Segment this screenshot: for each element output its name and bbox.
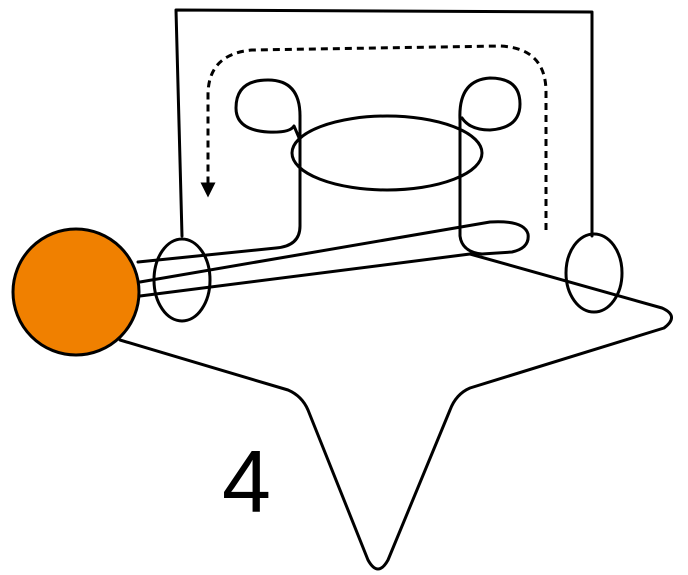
left-vertical-strand (136, 114, 302, 264)
left-side-ring (152, 237, 212, 323)
right-side-ring (564, 232, 624, 314)
dashed-direction-arrow (200, 44, 548, 230)
step-number-label: 4 (222, 432, 271, 531)
lower-strand (138, 252, 472, 298)
star-base-shape (118, 252, 673, 571)
center-loop (290, 114, 484, 192)
right-small-loop (458, 76, 522, 132)
left-small-loop (234, 78, 302, 142)
orange-bead (11, 227, 141, 357)
right-vertical-strand (138, 118, 530, 284)
outer-frame-line (174, 8, 594, 238)
